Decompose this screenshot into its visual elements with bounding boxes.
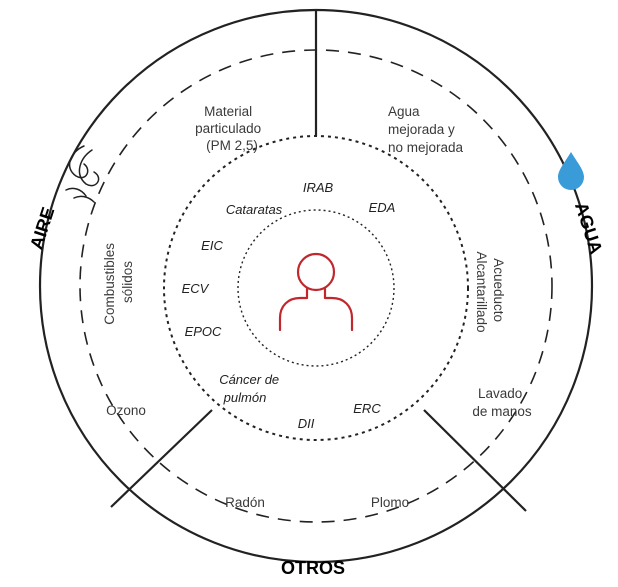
factor-acueducto-alcantarillado: Acueducto Alcantarillado — [474, 251, 506, 332]
factor-ozono: Ozono — [106, 403, 146, 418]
disease-ecv: ECV — [182, 281, 210, 296]
disease-cataratas: Cataratas — [226, 202, 283, 217]
disease-eic: EIC — [201, 238, 223, 253]
category-otros: OTROS — [281, 558, 345, 578]
disease-eda: EDA — [369, 200, 396, 215]
factor-agua-mejorada: Agua mejorada y no mejorada — [388, 104, 464, 155]
disease-dii: DII — [298, 416, 315, 431]
person-icon — [278, 252, 354, 332]
factor-plomo: Plomo — [371, 495, 409, 510]
category-aire: AIRE — [26, 205, 58, 252]
category-agua: AGUA — [571, 200, 606, 257]
divider-lower-right — [423, 409, 527, 512]
factor-combustibles-solidos: Combustibles sólidos — [102, 239, 135, 325]
disease-cancer-de-pulmon: Cáncer de pulmón — [219, 372, 283, 405]
factor-lavado-de-manos: Lavado de manos — [472, 386, 532, 419]
factor-material-particulado: Material particulado (PM 2,5) — [195, 104, 265, 153]
disease-epoc: EPOC — [185, 324, 222, 339]
disease-erc: ERC — [353, 401, 381, 416]
dotted-center-ring — [237, 209, 395, 367]
factor-radon: Radón — [225, 495, 265, 510]
air-swirl-icon — [65, 145, 100, 203]
disease-irab: IRAB — [303, 180, 334, 195]
divider-lower-left — [110, 409, 213, 508]
water-drop-icon — [558, 152, 584, 190]
